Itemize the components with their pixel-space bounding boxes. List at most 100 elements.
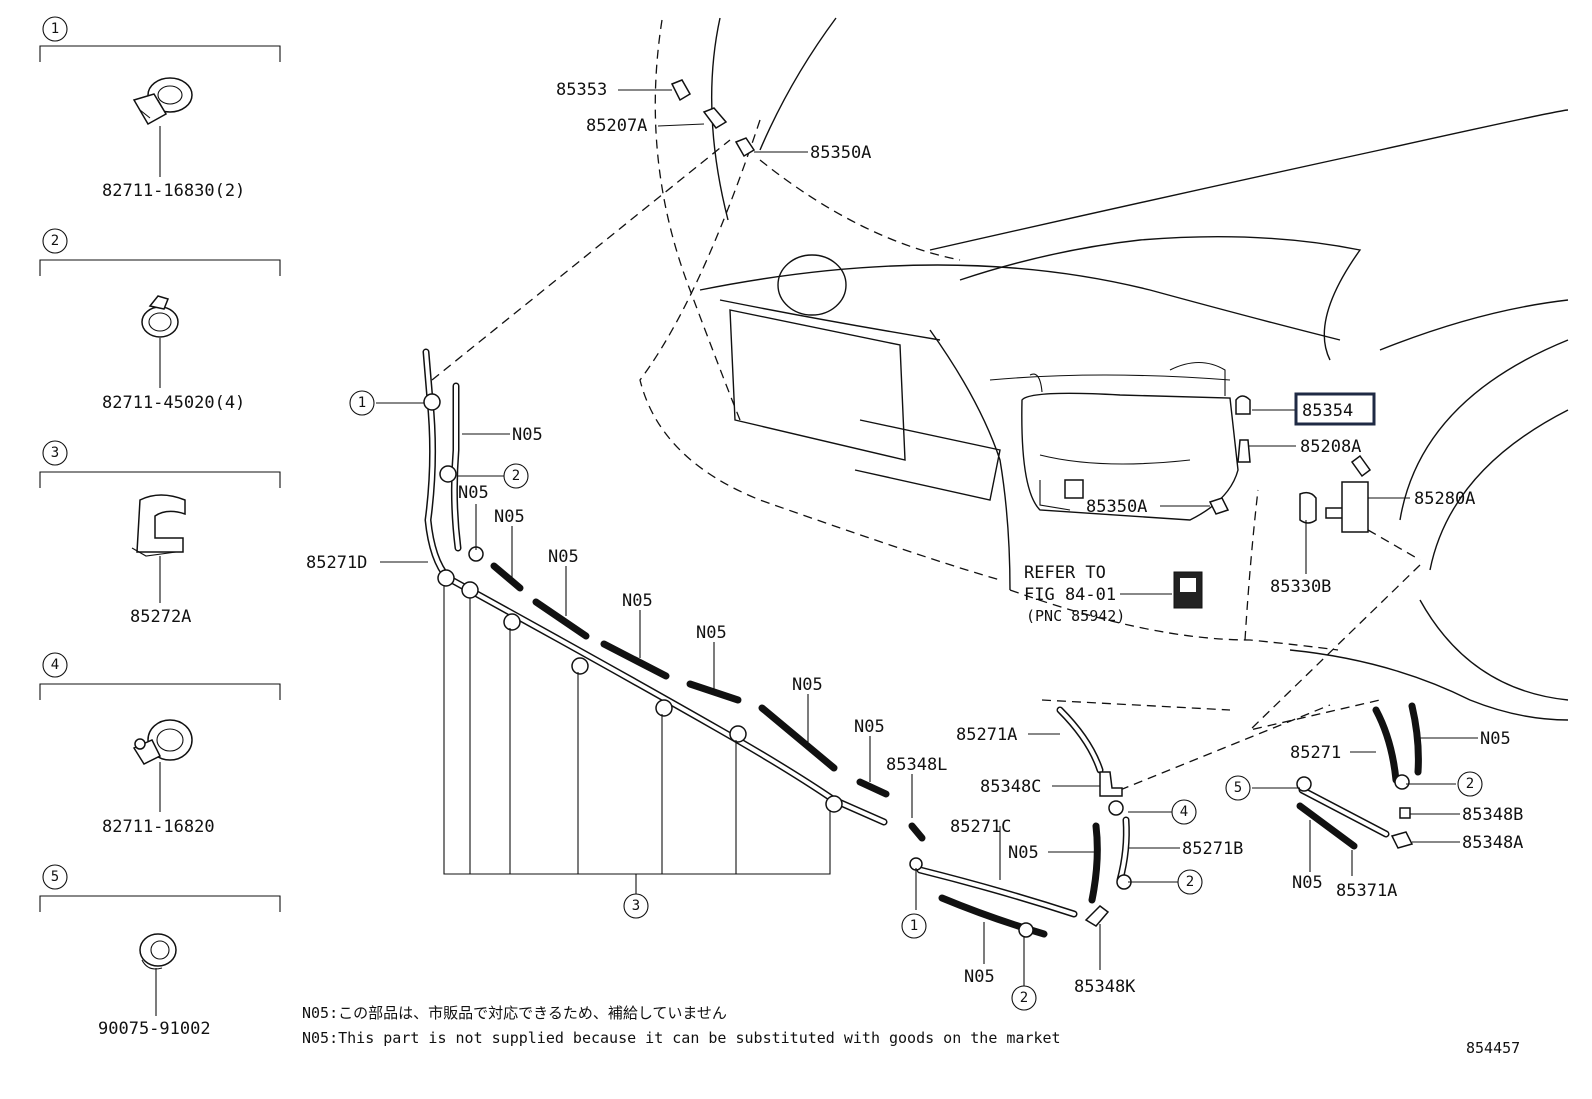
label-85354[interactable]: 85354 — [1302, 401, 1353, 421]
refer-line-1: REFER TO — [1024, 563, 1106, 583]
label-85371a[interactable]: 85371A — [1336, 881, 1397, 901]
clamp-icon — [1108, 800, 1124, 816]
callout-4[interactable]: 4 — [1171, 799, 1197, 825]
label-85348c[interactable]: 85348C — [980, 777, 1041, 797]
callout-2-a[interactable]: 2 — [503, 463, 529, 489]
connector-85348k-icon — [1084, 905, 1110, 927]
connector-85348c-icon — [1099, 771, 1123, 797]
callout-2-c[interactable]: 2 — [1177, 869, 1203, 895]
legend-item-5[interactable]: 5 90075-91002 — [39, 864, 281, 1039]
clamp-icon — [571, 657, 589, 675]
svg-text:2: 2 — [512, 468, 520, 484]
washer-motor-85280a-icon — [1325, 454, 1372, 533]
label-85207a[interactable]: 85207A — [586, 116, 647, 136]
label-85348l[interactable]: 85348L — [886, 755, 947, 775]
label-85271c[interactable]: 85271C — [950, 817, 1011, 837]
top-nozzle-parts — [670, 79, 1372, 533]
refer-line-2: FIG 84-01 — [1024, 585, 1116, 605]
svg-text:3: 3 — [632, 898, 640, 914]
part-labels: 85353 85207A 85350A 85354 85208A 85350A … — [306, 80, 1523, 997]
legend-item-2[interactable]: 2 82711-45020(4) — [39, 228, 281, 413]
refer-line-3: (PNC 85942) — [1026, 607, 1125, 625]
clamp-16820-icon — [132, 719, 193, 765]
label-n05-b[interactable]: N05 — [458, 483, 489, 503]
label-85350a-top[interactable]: 85350A — [810, 143, 871, 163]
label-85271a[interactable]: 85271A — [956, 725, 1017, 745]
clamp-icon — [1296, 776, 1312, 792]
legend-item-2-part: 82711-45020(4) — [102, 393, 245, 413]
label-n05-g[interactable]: N05 — [792, 675, 823, 695]
clamp-icon — [1018, 922, 1034, 938]
grommet-85330b-icon — [1299, 491, 1317, 524]
label-85348k[interactable]: 85348K — [1074, 977, 1136, 997]
label-85271b[interactable]: 85271B — [1182, 839, 1243, 859]
label-n05-l[interactable]: N05 — [1292, 873, 1323, 893]
label-85271[interactable]: 85271 — [1290, 743, 1341, 763]
legend-item-3[interactable]: 3 85272A — [39, 440, 281, 627]
label-85348b[interactable]: 85348B — [1462, 805, 1523, 825]
legend-item-1[interactable]: 1 82711-16830(2) — [39, 16, 281, 201]
legend-item-4-number: 4 — [51, 657, 59, 673]
connector-85348b-icon — [1399, 807, 1411, 819]
label-n05-j[interactable]: N05 — [964, 967, 995, 987]
reference-part-icon — [1173, 571, 1203, 609]
svg-text:1: 1 — [910, 918, 918, 934]
vehicle-outline — [431, 17, 1569, 791]
figure-number: 854457 — [1466, 1039, 1520, 1057]
callout-circles: 1 2 3 1 2 4 2 5 — [349, 390, 1483, 1011]
legend-item-4-part: 82711-16820 — [102, 817, 215, 837]
callout-1-a[interactable]: 1 — [349, 390, 375, 416]
legend-item-3-part: 85272A — [130, 607, 191, 627]
clamp-icon — [503, 613, 521, 631]
svg-text:2: 2 — [1186, 874, 1194, 890]
callout-2-d[interactable]: 2 — [1457, 771, 1483, 797]
label-85271d[interactable]: 85271D — [306, 553, 367, 573]
connector-85348a-icon — [1390, 831, 1414, 849]
clamp-icon — [1394, 774, 1410, 790]
sensor-85208a-icon — [1237, 439, 1251, 463]
label-n05-d[interactable]: N05 — [548, 547, 579, 567]
label-85353[interactable]: 85353 — [556, 80, 607, 100]
clamp-icon — [439, 465, 457, 483]
legend-item-3-number: 3 — [51, 445, 59, 461]
label-85330b[interactable]: 85330B — [1270, 577, 1331, 597]
footnote-english: N05:This part is not supplied because it… — [302, 1029, 1061, 1047]
callout-3[interactable]: 3 — [623, 893, 649, 919]
label-n05-a[interactable]: N05 — [512, 425, 543, 445]
label-n05-c[interactable]: N05 — [494, 507, 525, 527]
callout-1-b[interactable]: 1 — [901, 913, 927, 939]
callout-2-b[interactable]: 2 — [1011, 985, 1037, 1011]
clamp-16830-icon — [132, 77, 193, 126]
highlight-box-85354 — [1294, 392, 1376, 426]
label-n05-e[interactable]: N05 — [622, 591, 653, 611]
label-n05-k[interactable]: N05 — [1480, 729, 1511, 749]
label-85350a-mid[interactable]: 85350A — [1086, 497, 1147, 517]
hose-clip-45020-icon — [141, 295, 179, 338]
clamp-icon — [461, 581, 479, 599]
hoses-right — [916, 702, 1422, 938]
nozzle-85207a-icon — [702, 107, 728, 129]
leader-lines — [376, 89, 1478, 986]
clamp-icon — [437, 569, 455, 587]
label-n05-h[interactable]: N05 — [854, 717, 885, 737]
svg-text:5: 5 — [1234, 780, 1242, 796]
legend-item-1-part: 82711-16830(2) — [102, 181, 245, 201]
svg-text:1: 1 — [358, 395, 366, 411]
nozzle-85353-icon — [670, 79, 692, 102]
clamp-icon — [655, 699, 673, 717]
label-n05-f[interactable]: N05 — [696, 623, 727, 643]
hose-clamps-left — [423, 393, 843, 813]
callout-5[interactable]: 5 — [1225, 775, 1251, 801]
svg-text:4: 4 — [1180, 804, 1188, 820]
clamp-icon — [729, 725, 747, 743]
legend-item-5-part: 90075-91002 — [98, 1019, 211, 1039]
label-85208a[interactable]: 85208A — [1300, 437, 1361, 457]
svg-text:2: 2 — [1020, 990, 1028, 1006]
label-85348a[interactable]: 85348A — [1462, 833, 1523, 853]
label-n05-i[interactable]: N05 — [1008, 843, 1039, 863]
legend-item-4[interactable]: 4 82711-16820 — [39, 652, 281, 837]
label-85280a[interactable]: 85280A — [1414, 489, 1475, 509]
svg-text:2: 2 — [1466, 776, 1474, 792]
hose-clamps-right — [909, 774, 1410, 938]
